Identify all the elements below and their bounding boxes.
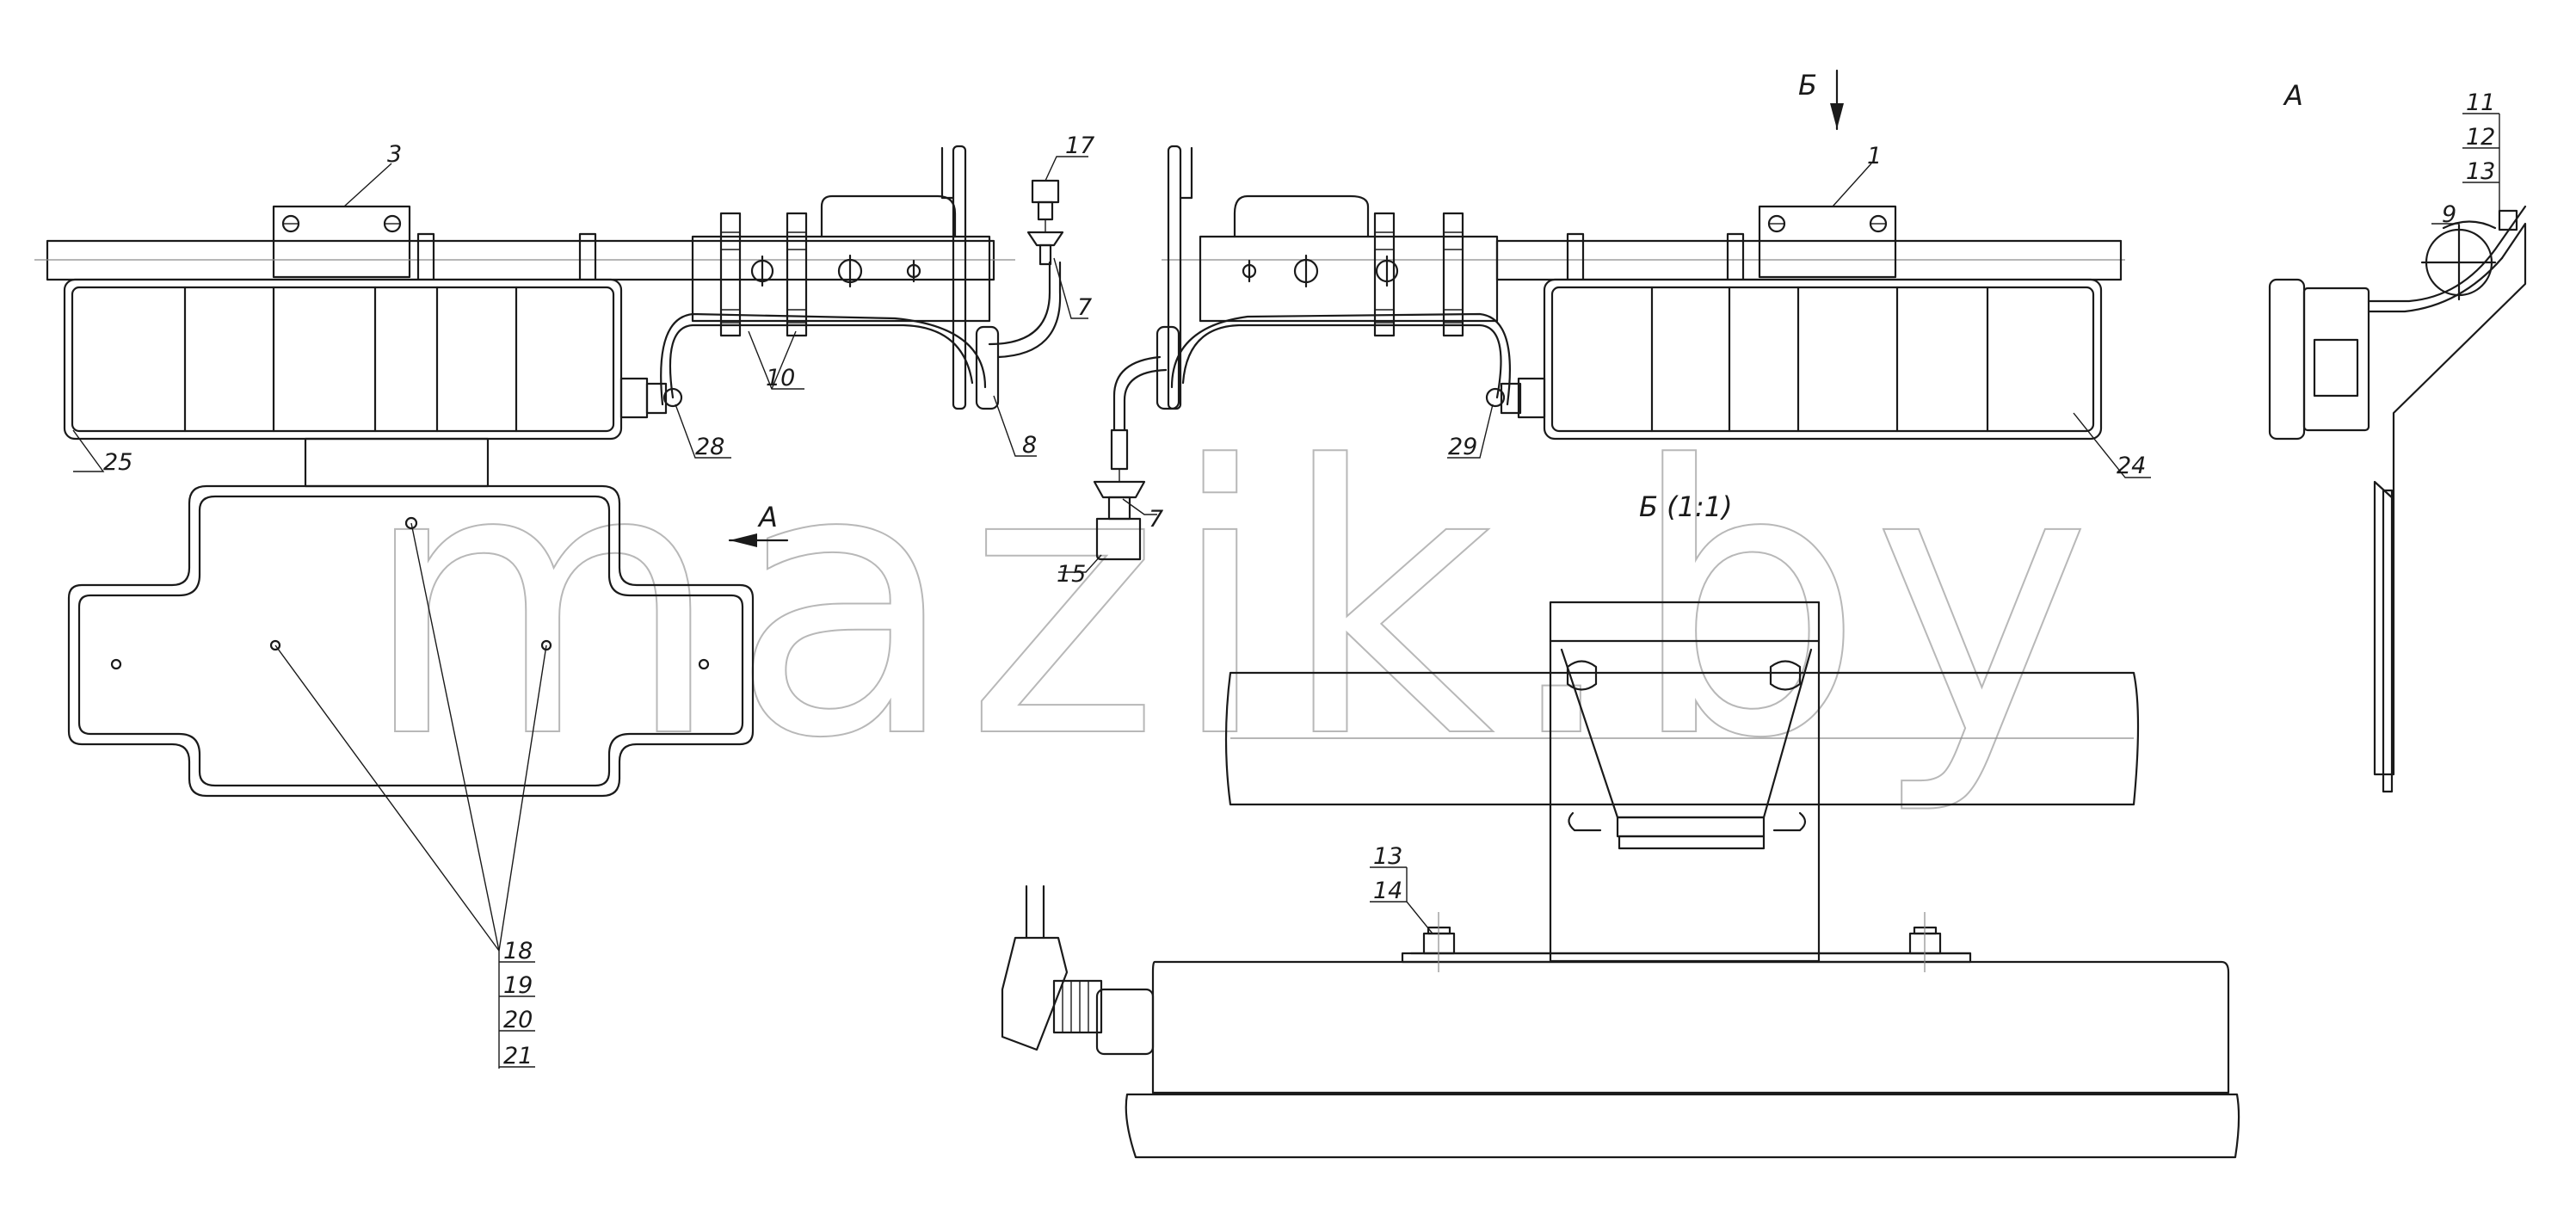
callout-13b: 13 xyxy=(1373,843,1402,870)
callout-29: 29 xyxy=(1448,434,1477,460)
watermark: mazik.by xyxy=(361,389,2100,819)
callout-14: 14 xyxy=(1373,878,1402,904)
callout-17: 17 xyxy=(1065,133,1094,159)
left-front-panel xyxy=(67,484,755,952)
view-a-label: А xyxy=(2283,79,2303,112)
view-a-arrow: А xyxy=(728,501,789,547)
callout-19: 19 xyxy=(503,972,533,999)
view-a-detail: А xyxy=(2268,79,2527,793)
callout-7b: 7 xyxy=(1149,506,1163,533)
callout-9: 9 xyxy=(2442,201,2456,228)
callout-28: 28 xyxy=(695,434,724,460)
callout-13a: 13 xyxy=(2466,158,2495,185)
callout-11: 11 xyxy=(2466,89,2495,116)
callout-18: 18 xyxy=(503,938,533,965)
callout-25: 25 xyxy=(103,449,132,476)
center-left-bracket xyxy=(660,145,1064,410)
center-right-bracket xyxy=(1093,145,2125,561)
callout-20: 20 xyxy=(503,1007,533,1033)
callout-leaders xyxy=(72,113,2500,1069)
callout-numbers: 3 1 17 7 8 10 28 29 24 25 7 15 9 11 12 1… xyxy=(103,89,2495,1069)
view-b-arrow: Б xyxy=(1798,69,1844,131)
callout-12: 12 xyxy=(2466,124,2495,151)
view-b-label: Б xyxy=(1798,69,1817,102)
callout-8: 8 xyxy=(1022,432,1037,459)
view-b-scale-label: Б (1:1) xyxy=(1639,490,1733,523)
callout-1: 1 xyxy=(1867,143,1882,169)
right-lamp-assembly xyxy=(1485,205,2123,441)
arrow-a-label: А xyxy=(757,501,778,533)
callout-15: 15 xyxy=(1057,561,1086,588)
callout-7a: 7 xyxy=(1077,294,1092,321)
callout-10: 10 xyxy=(766,365,795,391)
view-b-detail: Б (1:1) xyxy=(1001,490,2240,1159)
callout-3: 3 xyxy=(387,141,402,168)
callout-21: 21 xyxy=(503,1043,533,1069)
left-lamp-assembly xyxy=(34,205,1015,488)
callout-24: 24 xyxy=(2117,453,2146,479)
